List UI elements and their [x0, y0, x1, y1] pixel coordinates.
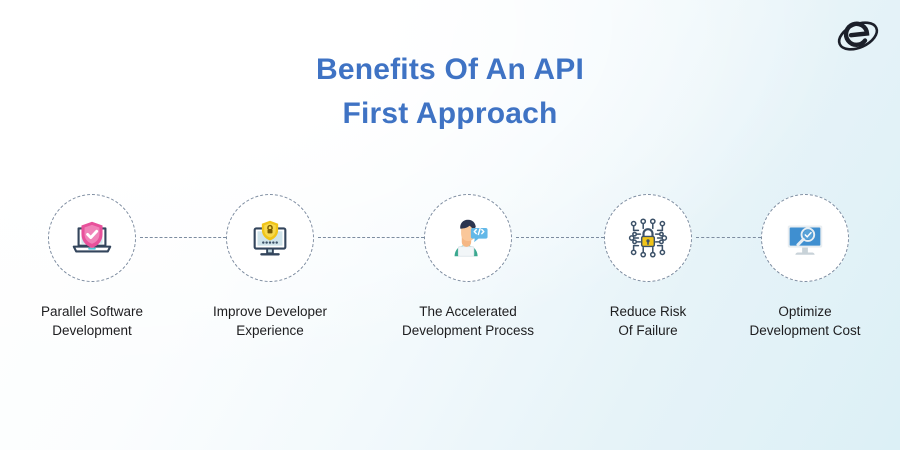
step-icon-circle [604, 194, 692, 282]
page-title-line-2: First Approach [342, 96, 558, 130]
step-icon-circle [226, 194, 314, 282]
circuit-padlock-icon [628, 218, 668, 258]
step-icon-circle [761, 194, 849, 282]
step-caption: Optimize Development Cost [717, 302, 893, 340]
connector-1-2 [140, 237, 226, 238]
caption-line-1: Reduce Risk [609, 304, 687, 319]
step-reduce-risk-of-failure[interactable]: Reduce Risk Of Failure [560, 194, 736, 340]
step-caption: Reduce Risk Of Failure [560, 302, 736, 340]
caption-line-2: Of Failure [618, 323, 678, 339]
step-improve-developer-experience[interactable]: Improve Developer Experience [182, 194, 358, 340]
step-icon-circle [48, 194, 136, 282]
page-title-line-1: Benefits Of An API [315, 53, 585, 86]
step-accelerated-development-process[interactable]: The Accelerated Development Process [380, 194, 556, 340]
connector-3-4 [516, 237, 604, 238]
caption-line-2: Development Cost [749, 323, 861, 339]
step-icon-circle [424, 194, 512, 282]
caption-line-1: Improve Developer [212, 304, 328, 319]
developer-code-chat-icon [454, 219, 488, 257]
e-orbit-logo-icon [834, 12, 882, 60]
benefits-step-row: Parallel Software Development [0, 194, 900, 344]
caption-line-2: Experience [236, 323, 304, 339]
caption-line-2: Development [52, 323, 132, 339]
caption-line-1: Parallel Software [40, 304, 144, 319]
monitor-shield-password-icon [253, 220, 287, 256]
caption-line-2: Development Process [401, 323, 535, 339]
caption-line-1: The Accelerated [419, 304, 517, 319]
step-caption: The Accelerated Development Process [380, 302, 556, 340]
caption-line-1: Optimize [778, 304, 832, 319]
connector-2-3 [318, 237, 424, 238]
step-caption: Parallel Software Development [4, 302, 180, 340]
monitor-magnifier-icon [787, 225, 823, 255]
laptop-shield-check-icon [72, 221, 112, 253]
step-caption: Improve Developer Experience [182, 302, 358, 340]
connector-4-5 [696, 237, 761, 238]
step-optimize-development-cost[interactable]: Optimize Development Cost [717, 194, 893, 340]
step-parallel-software-development[interactable]: Parallel Software Development [4, 194, 180, 340]
page-title: Benefits Of An API First Approach [0, 48, 900, 135]
